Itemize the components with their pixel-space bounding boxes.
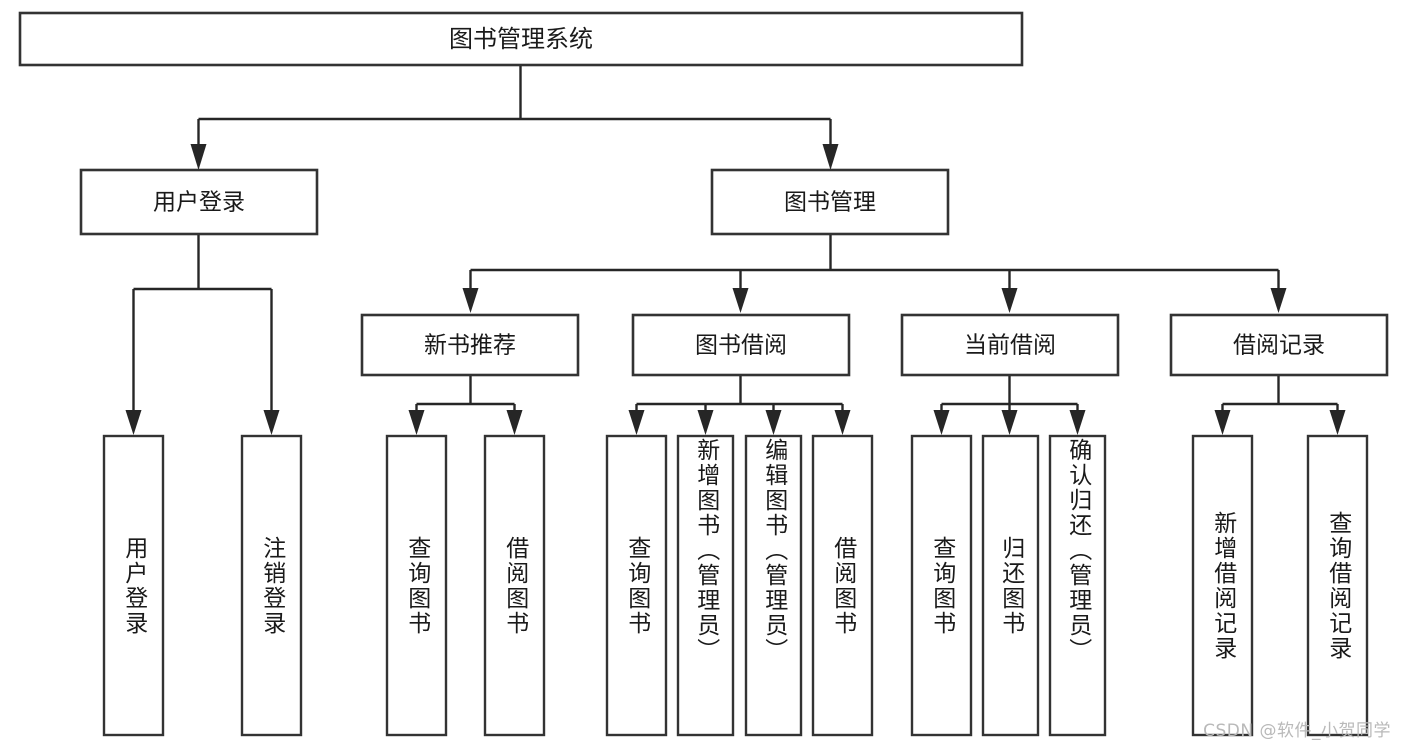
node-leaf-borrow-book-2-box[interactable] (811, 434, 874, 737)
node-book-borrow-box[interactable] (631, 313, 851, 377)
arrow-head-userlogin (190, 144, 207, 170)
node-current-borrow-box[interactable] (900, 313, 1120, 377)
connector-group-currentborrow (933, 375, 1086, 435)
arrow-head-leaf-query-book-2 (628, 410, 645, 435)
node-leaf-borrow-book-1-box[interactable] (483, 434, 546, 737)
node-leaf-edit-book-box[interactable] (744, 434, 803, 737)
connector-group-userlogin (125, 234, 280, 435)
node-new-book-recommend-label: 新书推荐 (424, 333, 516, 359)
node-leaf-query-book-3-box[interactable] (910, 434, 973, 737)
connector-group-newbook (408, 375, 523, 435)
arrow-head-leaf-query-book-1 (408, 410, 425, 435)
node-book-manage-box[interactable] (710, 168, 950, 236)
node-book-borrow-label: 图书借阅 (695, 333, 787, 359)
arrow-head-leaf-user-login (125, 410, 142, 435)
arrow-head-bookmanage (822, 144, 839, 170)
arrow-head-leaf-return-book (1001, 410, 1018, 435)
node-leaf-query-record-box[interactable] (1306, 434, 1369, 737)
arrow-head-leaf-logout (263, 410, 280, 435)
node-new-book-recommend[interactable]: 新书推荐 (360, 313, 580, 377)
arrow-head-leaf-query-record (1329, 410, 1346, 435)
node-leaf-add-record-box[interactable] (1191, 434, 1254, 737)
arrow-head-leaf-add-book (697, 410, 714, 435)
arrow-head-leaf-borrow-book-2 (834, 410, 851, 435)
node-book-borrow[interactable]: 图书借阅 (631, 313, 851, 377)
node-root-label: 图书管理系统 (449, 25, 593, 53)
node-leaf-logout-box[interactable] (240, 434, 303, 737)
node-borrow-record[interactable]: 借阅记录 (1169, 313, 1389, 377)
leaf-boxes (102, 434, 1369, 737)
arrow-head-leaf-borrow-book-1 (506, 410, 523, 435)
node-root-box[interactable] (18, 11, 1024, 67)
node-user-login-box[interactable] (79, 168, 319, 236)
node-current-borrow[interactable]: 当前借阅 (900, 313, 1120, 377)
node-borrow-record-box[interactable] (1169, 313, 1389, 377)
connector-group-root (190, 65, 839, 170)
arrow-head-leaf-query-book-3 (933, 410, 950, 435)
node-new-book-recommend-box[interactable] (360, 313, 580, 377)
arrow-head-leaf-edit-book (765, 410, 782, 435)
connector-group-bookborrow (628, 375, 851, 435)
arrow-head-borrowrecord (1270, 288, 1287, 313)
node-leaf-query-book-2-box[interactable] (605, 434, 668, 737)
node-current-borrow-label: 当前借阅 (964, 333, 1056, 359)
node-leaf-confirm-return-box[interactable] (1048, 434, 1107, 737)
node-leaf-add-book-box[interactable] (676, 434, 735, 737)
arrow-head-leaf-add-record (1214, 410, 1231, 435)
arrow-head-leaf-confirm-return (1069, 410, 1086, 435)
connector-group-bookmanage (462, 234, 1287, 313)
node-borrow-record-label: 借阅记录 (1233, 333, 1325, 359)
arrow-head-newbook (462, 288, 479, 313)
node-leaf-user-login-box[interactable] (102, 434, 165, 737)
node-user-login[interactable]: 用户登录 (79, 168, 319, 236)
node-leaf-query-book-1-box[interactable] (385, 434, 448, 737)
node-leaf-return-book-box[interactable] (981, 434, 1040, 737)
node-root[interactable]: 图书管理系统 (18, 11, 1024, 67)
node-book-manage-label: 图书管理 (784, 190, 876, 216)
arrow-head-currentborrow (1001, 288, 1018, 313)
arrow-head-bookborrow (732, 288, 749, 313)
node-book-manage[interactable]: 图书管理 (710, 168, 950, 236)
connector-group-borrowrecord (1214, 375, 1346, 435)
node-user-login-label: 用户登录 (153, 190, 245, 216)
